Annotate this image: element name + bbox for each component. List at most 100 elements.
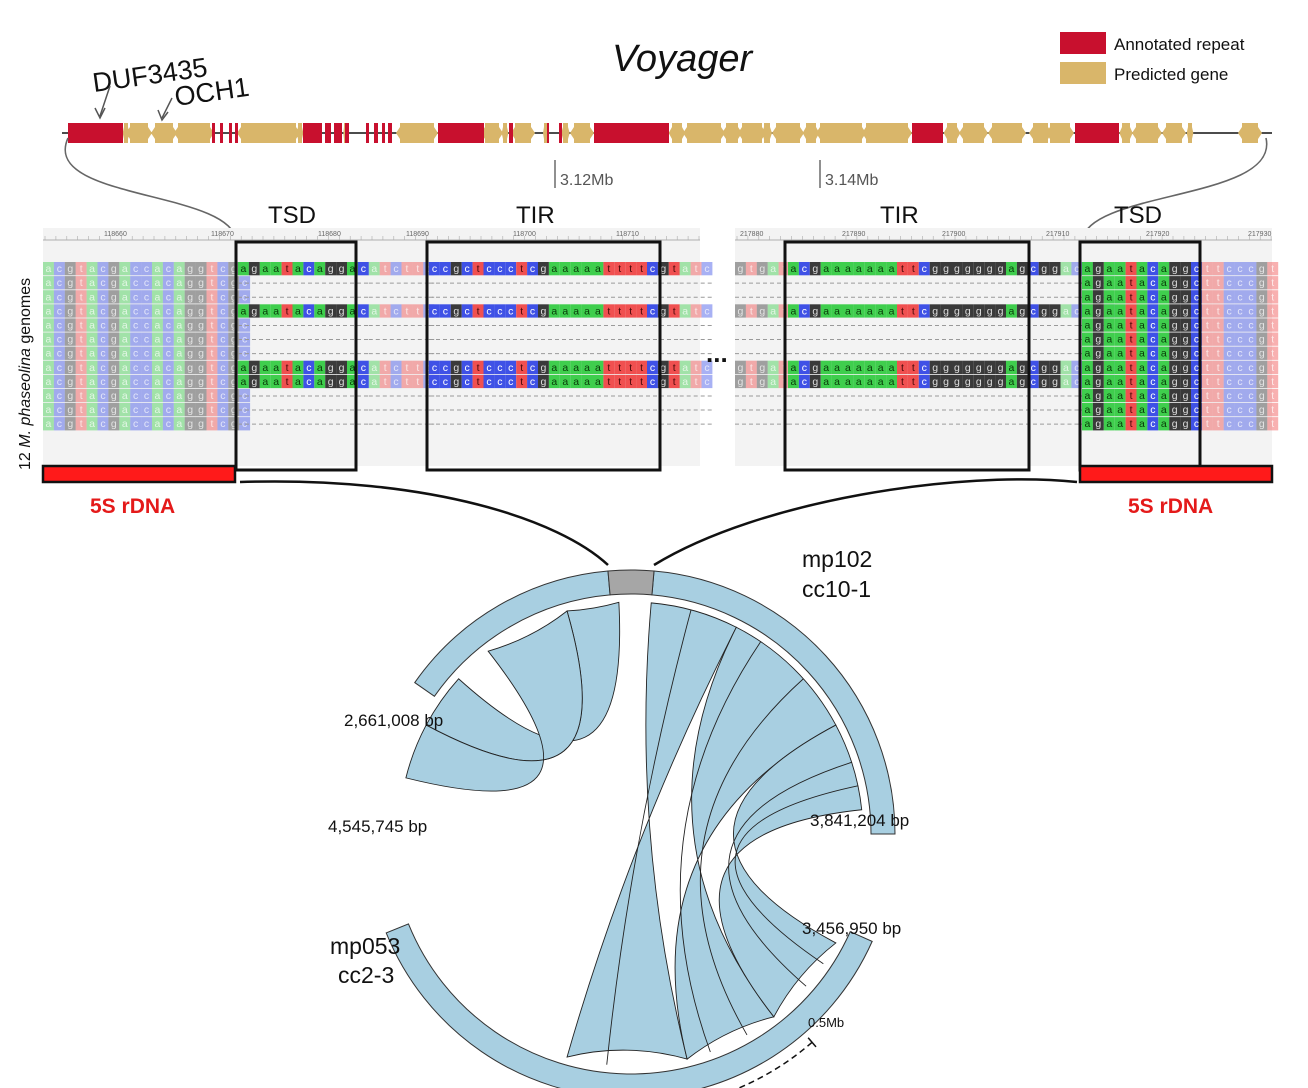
base-cell bbox=[1082, 290, 1093, 304]
base-letter: a bbox=[122, 263, 128, 275]
base-letter: a bbox=[573, 263, 579, 275]
base-cell bbox=[1092, 318, 1104, 332]
base-cell bbox=[368, 360, 380, 374]
base-cell bbox=[918, 360, 930, 374]
base-letter: t bbox=[210, 418, 213, 430]
y-axis-label: 12 M. phaseolina genomes bbox=[17, 278, 34, 470]
base-letter: a bbox=[1139, 291, 1145, 303]
base-letter: a bbox=[1117, 348, 1123, 360]
base-cell bbox=[217, 304, 229, 318]
base-letter: t bbox=[477, 362, 480, 374]
base-letter: c bbox=[465, 362, 470, 374]
base-cell bbox=[929, 374, 941, 389]
base-cell bbox=[1201, 374, 1213, 389]
base-cell bbox=[1147, 332, 1159, 346]
gene-feature bbox=[126, 123, 152, 143]
base-cell bbox=[842, 360, 854, 374]
base-cell bbox=[64, 332, 76, 346]
base-letter: c bbox=[443, 263, 448, 275]
base-cell bbox=[984, 374, 996, 389]
base-letter: g bbox=[187, 305, 193, 317]
ruler-label: 118660 bbox=[104, 231, 127, 238]
base-letter: c bbox=[166, 418, 171, 430]
base-letter: a bbox=[1117, 418, 1123, 430]
base-cell bbox=[64, 360, 76, 374]
element-features bbox=[68, 123, 1262, 143]
base-letter: t bbox=[695, 362, 698, 374]
base-cell bbox=[625, 360, 637, 374]
base-cell bbox=[853, 304, 865, 318]
base-cell bbox=[788, 374, 799, 389]
repeat-feature bbox=[212, 123, 215, 143]
base-letter: a bbox=[262, 376, 268, 388]
ribbon-edge bbox=[734, 785, 859, 965]
base-cell bbox=[390, 360, 402, 374]
base-letter: t bbox=[618, 305, 621, 317]
base-letter: a bbox=[584, 263, 590, 275]
base-cell bbox=[1212, 290, 1224, 304]
base-cell bbox=[1136, 332, 1148, 346]
base-cell bbox=[119, 332, 131, 346]
base-cell bbox=[570, 374, 582, 389]
base-letter: c bbox=[432, 263, 437, 275]
base-cell bbox=[75, 403, 87, 417]
base-letter: a bbox=[1117, 277, 1123, 289]
base-cell bbox=[162, 262, 174, 276]
base-cell bbox=[1267, 374, 1279, 389]
base-letter: c bbox=[393, 263, 398, 275]
base-cell bbox=[842, 374, 854, 389]
base-cell bbox=[592, 262, 604, 276]
legend-label-repeat: Annotated repeat bbox=[1114, 35, 1245, 54]
base-cell bbox=[483, 374, 495, 389]
box-label-tsd-left: TSD bbox=[268, 202, 316, 229]
base-letter: a bbox=[867, 376, 873, 388]
base-cell bbox=[141, 262, 152, 276]
base-letter: a bbox=[176, 334, 182, 346]
base-letter: g bbox=[111, 277, 117, 289]
base-letter: a bbox=[1117, 334, 1123, 346]
base-letter: t bbox=[1206, 334, 1209, 346]
base-letter: a bbox=[122, 404, 128, 416]
base-cell bbox=[195, 374, 207, 389]
base-letter: a bbox=[1117, 320, 1123, 332]
ruler-label: 217890 bbox=[842, 231, 865, 238]
base-letter: t bbox=[695, 263, 698, 275]
base-cell bbox=[64, 318, 76, 332]
base-cell bbox=[303, 304, 315, 318]
base-letter: c bbox=[1227, 348, 1232, 360]
base-letter: g bbox=[660, 376, 666, 388]
base-cell bbox=[701, 360, 713, 374]
base-letter: t bbox=[1130, 404, 1133, 416]
base-cell bbox=[1223, 276, 1235, 290]
base-cell bbox=[1114, 262, 1126, 276]
base-cell bbox=[1158, 374, 1170, 389]
base-cell bbox=[1158, 318, 1170, 332]
base-cell bbox=[86, 290, 98, 304]
base-cell bbox=[1191, 332, 1202, 346]
base-letter: a bbox=[1063, 376, 1069, 388]
base-cell bbox=[679, 360, 691, 374]
base-letter: c bbox=[1227, 334, 1232, 346]
base-letter: t bbox=[1130, 348, 1133, 360]
base-letter: a bbox=[1139, 362, 1145, 374]
ruler-label: 118680 bbox=[318, 231, 341, 238]
base-cell bbox=[314, 304, 326, 318]
base-letter: g bbox=[187, 334, 193, 346]
base-letter: g bbox=[1041, 305, 1047, 317]
base-cell bbox=[756, 360, 768, 374]
base-cell bbox=[281, 262, 293, 276]
base-cell bbox=[141, 374, 152, 389]
base-cell bbox=[494, 374, 506, 389]
base-letter: g bbox=[1259, 291, 1265, 303]
base-letter: g bbox=[231, 362, 237, 374]
base-letter: t bbox=[80, 263, 83, 275]
base-letter: a bbox=[241, 305, 247, 317]
base-cell bbox=[1201, 290, 1213, 304]
base-cell bbox=[64, 262, 76, 276]
base-cell bbox=[64, 304, 76, 318]
base-cell bbox=[1245, 403, 1257, 417]
base-cell bbox=[505, 262, 517, 276]
base-cell bbox=[1082, 417, 1093, 431]
gene-feature bbox=[1119, 123, 1133, 143]
te-insertion-block bbox=[607, 569, 655, 596]
